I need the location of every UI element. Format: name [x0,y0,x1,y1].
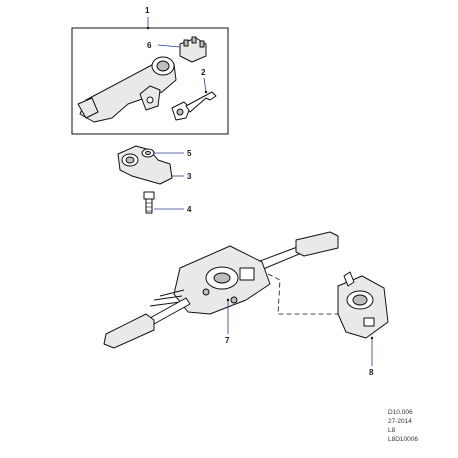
callout-7: 7 [225,336,230,345]
lock-housing [77,56,177,123]
washer-part [141,148,155,158]
ignition-assembly-group [71,17,229,135]
diagram-reference-block: D10.006 27-2014 L8 L8D10006 [388,408,418,444]
assembly-relation-line [267,273,340,315]
callout-1: 1 [145,6,150,15]
callout-4: 4 [187,205,192,214]
ignition-assembly-frame [71,27,229,135]
key-part [171,91,217,121]
ignition-switch-part [179,36,207,63]
combination-switch-part [103,231,339,349]
callout-6: 6 [147,41,152,50]
bolt-part [143,191,155,214]
callout-5: 5 [187,149,192,158]
clockspring-part [337,271,389,339]
callout-2: 2 [201,68,206,77]
callout-3: 3 [187,172,192,181]
reference-code: D10.006 [388,409,413,416]
reference-model: L8 [388,427,396,434]
reference-drawing-id: L8D10006 [388,436,418,443]
shroud-bracket-part [117,145,173,185]
reference-year-range: 27-2014 [388,418,412,425]
callout-8: 8 [369,368,374,377]
